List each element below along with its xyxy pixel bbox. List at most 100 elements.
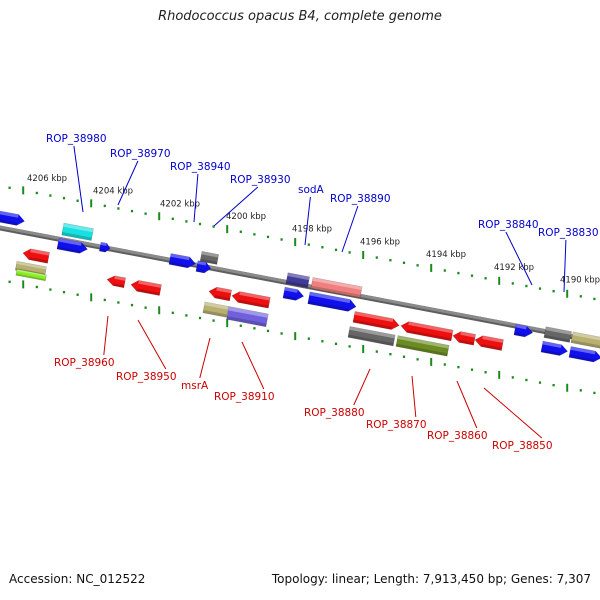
gene-label[interactable]: ROP_38890: [330, 193, 391, 205]
gene-feature[interactable]: [168, 253, 197, 269]
gene-feature[interactable]: [98, 241, 111, 253]
gene-label[interactable]: sodA: [298, 184, 325, 196]
label-leader-line: [103, 315, 109, 356]
gene-highlight: [570, 346, 596, 355]
gene-body: [202, 301, 229, 318]
gene-body: [352, 311, 400, 330]
gene-body: [310, 277, 363, 298]
gene-shade: [195, 268, 205, 273]
gene-body: [307, 291, 357, 312]
gene-highlight: [170, 253, 190, 261]
gene-label[interactable]: ROP_38960: [54, 357, 115, 369]
gene-feature[interactable]: [474, 334, 504, 351]
gene-highlight: [542, 341, 562, 348]
gene-label[interactable]: ROP_38930: [230, 174, 291, 186]
gene-shade: [15, 273, 46, 281]
gene-feature[interactable]: [347, 326, 396, 347]
gene-body: [199, 251, 220, 265]
gene-shade: [285, 280, 309, 288]
gene-feature[interactable]: [130, 279, 162, 296]
label-leader-line: [73, 145, 84, 213]
gene-feature[interactable]: [208, 286, 232, 302]
gene-feature[interactable]: [231, 290, 271, 309]
label-leader-line: [241, 341, 265, 390]
gene-shade: [352, 319, 392, 330]
gene-highlight: [460, 331, 476, 338]
gene-highlight: [287, 272, 310, 281]
gene-label[interactable]: ROP_38830: [538, 227, 599, 239]
gene-label[interactable]: ROP_38980: [46, 133, 107, 145]
gene-label[interactable]: ROP_38860: [427, 430, 488, 442]
gene-feature[interactable]: [395, 335, 450, 357]
gene-feature[interactable]: [226, 306, 269, 328]
accession-text: Accession: NC_012522: [9, 572, 146, 586]
gene-shade: [570, 339, 600, 349]
gene-feature[interactable]: [352, 311, 400, 330]
gene-shade: [136, 288, 160, 296]
gene-highlight: [309, 291, 351, 304]
gene-label[interactable]: ROP_38950: [116, 371, 177, 383]
gene-shade: [99, 248, 106, 253]
gene-body: [15, 268, 47, 282]
ruler-label: 4202 kbp: [160, 199, 200, 209]
gene-feature[interactable]: [543, 326, 572, 343]
gene-highlight: [545, 326, 572, 335]
gene-highlight: [63, 223, 94, 233]
gene-highlight: [58, 238, 82, 246]
gene-label[interactable]: msrA: [181, 380, 209, 392]
label-leader-line: [353, 368, 371, 406]
gene-highlight: [100, 242, 107, 246]
gene-feature[interactable]: [202, 301, 229, 318]
map-title: Rhodococcus opacus B4, complete genome: [158, 9, 442, 24]
gene-feature[interactable]: [106, 275, 127, 289]
gene-body: [98, 241, 111, 253]
gene-feature[interactable]: [56, 237, 89, 254]
gene-feature[interactable]: [307, 291, 357, 313]
gene-shade: [61, 232, 92, 241]
gene-feature[interactable]: [310, 277, 363, 298]
gene-body: [347, 326, 396, 347]
gene-features[interactable]: [0, 210, 600, 364]
ruler-lower: [8, 280, 596, 395]
gene-feature[interactable]: [22, 248, 50, 264]
gene-label[interactable]: ROP_38840: [478, 219, 539, 231]
gene-label[interactable]: ROP_38880: [304, 407, 365, 419]
gene-feature[interactable]: [540, 340, 569, 357]
gene-body: [282, 286, 305, 301]
ruler-label: 4204 kbp: [93, 187, 133, 197]
gene-body: [226, 306, 269, 328]
gene-feature[interactable]: [513, 323, 534, 338]
gene-shade: [540, 349, 561, 356]
gene-feature[interactable]: [282, 286, 305, 302]
label-leader-line: [341, 205, 359, 253]
gene-label[interactable]: ROP_38850: [492, 440, 553, 452]
gene-label[interactable]: ROP_38870: [366, 419, 427, 431]
gene-label[interactable]: ROP_38910: [214, 391, 275, 403]
gene-highlight: [482, 335, 504, 343]
gene-highlight: [239, 291, 271, 301]
gene-highlight: [201, 251, 219, 258]
gene-body: [474, 335, 504, 351]
gene-feature[interactable]: [61, 222, 94, 241]
gene-feature[interactable]: [199, 251, 220, 265]
gene-body: [395, 335, 450, 357]
gene-feature[interactable]: [285, 272, 310, 288]
gene-body: [231, 291, 271, 309]
gene-feature[interactable]: [0, 210, 26, 227]
gene-shade: [307, 300, 349, 312]
gene-label[interactable]: ROP_38940: [170, 161, 231, 173]
gene-feature[interactable]: [570, 331, 600, 349]
gene-highlight: [228, 306, 269, 318]
label-leader-line: [199, 337, 211, 379]
gene-highlight: [349, 326, 396, 339]
gene-shade: [347, 334, 394, 346]
gene-feature[interactable]: [568, 346, 600, 363]
gene-feature[interactable]: [452, 330, 476, 346]
gene-feature[interactable]: [15, 268, 47, 282]
gene-feature[interactable]: [400, 320, 454, 342]
gene-label[interactable]: ROP_38970: [110, 148, 171, 160]
genome-summary-text: Topology: linear; Length: 7,913,450 bp; …: [271, 572, 591, 586]
